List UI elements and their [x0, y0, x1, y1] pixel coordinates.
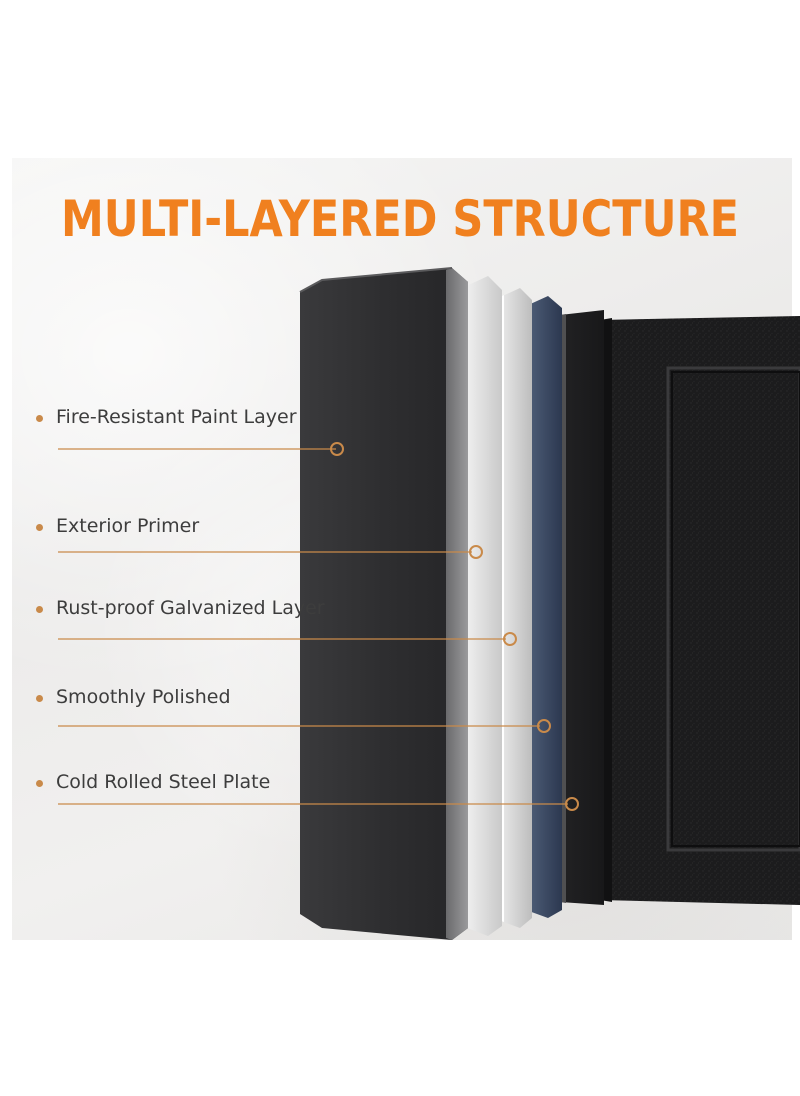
marker-polished	[537, 719, 551, 733]
marker-steel	[565, 797, 579, 811]
safe-body	[600, 316, 800, 905]
marker-galvanized	[503, 632, 517, 646]
bullet-galvanized	[36, 606, 43, 613]
marker-primer	[469, 545, 483, 559]
bullet-steel	[36, 780, 43, 787]
label-fire-resistant-paint: Fire-Resistant Paint Layer	[56, 406, 297, 428]
bullet-paint	[36, 415, 43, 422]
label-exterior-primer: Exterior Primer	[56, 515, 200, 537]
bullet-polished	[36, 695, 43, 702]
title: MULTI-LAYERED STRUCTURE	[60, 190, 740, 248]
label-smoothly-polished: Smoothly Polished	[56, 686, 231, 708]
bullet-primer	[36, 524, 43, 531]
label-cold-rolled-steel: Cold Rolled Steel Plate	[56, 771, 271, 793]
label-galvanized: Rust-proof Galvanized Layer	[56, 597, 325, 619]
galvanized-layer	[498, 288, 532, 928]
marker-paint	[330, 442, 344, 456]
cold-rolled-steel-layer	[560, 310, 604, 905]
leader-lines	[58, 442, 579, 811]
fire-resistant-paint-layer	[299, 267, 468, 940]
